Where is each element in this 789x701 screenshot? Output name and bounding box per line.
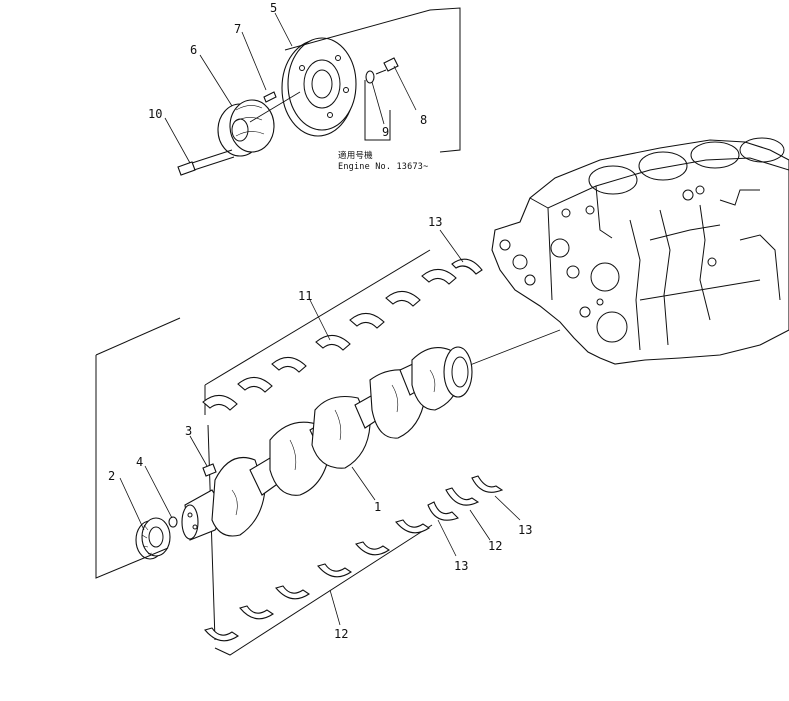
- washer-part: [365, 70, 375, 84]
- lower-bearing-bracket: [207, 424, 433, 656]
- damper-bracket: [284, 7, 461, 153]
- damper-pulley: [281, 37, 357, 137]
- dowel-pin: [263, 91, 277, 103]
- callout-11: 11: [298, 289, 312, 303]
- callout-3: 3: [185, 424, 192, 438]
- callout-1: 1: [374, 500, 381, 514]
- key-part: [168, 516, 178, 528]
- crankshaft-gear: [135, 517, 171, 560]
- crank-pulley: [217, 99, 275, 157]
- applicability-note-line1: 適用号機: [338, 150, 373, 161]
- callout-8: 8: [420, 113, 427, 127]
- upper-main-bearing-set: [202, 268, 457, 411]
- callout-5: 5: [270, 1, 277, 15]
- callout-13a: 13: [428, 215, 442, 229]
- callout-6: 6: [190, 43, 197, 57]
- callout-2: 2: [108, 469, 115, 483]
- lower-thrust-bearings: [427, 475, 504, 521]
- callout-9: 9: [382, 125, 389, 139]
- callout-10: 10: [148, 107, 162, 121]
- engine-block: [491, 137, 789, 365]
- callout-7: 7: [234, 22, 241, 36]
- applicability-note-line2: Engine No. 13673~: [338, 162, 428, 172]
- upper-thrust-washer: [451, 258, 483, 275]
- front-bracket-top: [95, 317, 181, 356]
- pin-part: [202, 463, 217, 477]
- leader-lines: [119, 12, 521, 626]
- callout-4: 4: [136, 455, 143, 469]
- crankshaft: [181, 346, 473, 541]
- callout-12a: 12: [488, 539, 502, 553]
- callout-12b: 12: [334, 627, 348, 641]
- callout-13b: 13: [518, 523, 532, 537]
- axis-line: [469, 329, 561, 366]
- damper-centerline: [249, 91, 301, 123]
- mount-bolt: [375, 57, 399, 75]
- lower-main-bearing-set: [204, 519, 430, 642]
- damper-bolt: [177, 149, 235, 176]
- callout-9-box: [364, 80, 391, 141]
- callout-13c: 13: [454, 559, 468, 573]
- front-bracket-side: [95, 355, 169, 579]
